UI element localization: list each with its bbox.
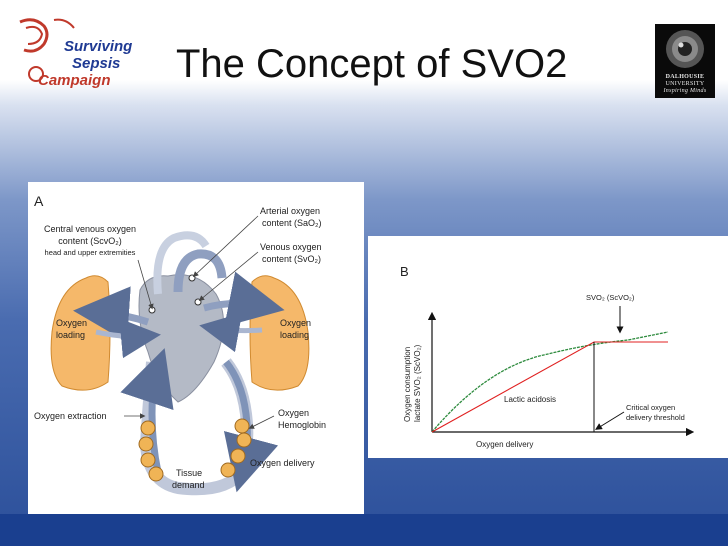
arterial-label: Arterial oxygen content (SaO₂)	[260, 206, 322, 228]
svg-text:Arterial oxygen: Arterial oxygen	[260, 206, 320, 216]
oxygen-delivery-label: Oxygen delivery	[250, 458, 315, 468]
hands-icon	[19, 18, 75, 82]
dalhousie-name: DALHOUSIE	[665, 74, 705, 80]
y-axis-label-line2: lactate SVO₂ (ScVO₂)	[413, 344, 422, 422]
svg-text:content (SaO₂): content (SaO₂)	[262, 218, 322, 228]
central-venous-leader	[137, 259, 154, 310]
logo-sepsis: Sepsis	[72, 55, 121, 72]
surviving-sepsis-logo: Surviving Sepsis Campaign	[14, 14, 164, 92]
vessel-from-right-lung	[199, 312, 263, 353]
lactic-acidosis-label: Lactic acidosis	[504, 395, 556, 404]
svg-text:head and upper extremities: head and upper extremities	[45, 248, 136, 257]
y-axis-label-line1: Oxygen consumption	[403, 347, 412, 422]
svg-text:Central venous oxygen: Central venous oxygen	[44, 224, 136, 234]
systemic-venous-loop	[120, 348, 174, 473]
svg-text:Oxygen: Oxygen	[280, 318, 311, 328]
vessel-from-left-lung	[95, 318, 161, 359]
slide-title: The Concept of SVO2	[176, 42, 568, 86]
vessel-to-right-lung	[203, 271, 285, 327]
arterial-leader	[192, 215, 259, 278]
x-axis-label: Oxygen delivery	[476, 440, 533, 449]
svg-text:Oxygen: Oxygen	[56, 318, 87, 328]
logo-campaign: Campaign	[38, 72, 111, 89]
critical-threshold-arrow	[595, 411, 625, 430]
oxygen-loading-right-label: Oxygen loading	[280, 318, 311, 340]
upper-vessel	[153, 231, 210, 295]
panel-a-letter: A	[34, 193, 44, 209]
dalhousie-university: UNIVERSITY	[665, 81, 705, 87]
venous-label: Venous oxygen content (SvO₂)	[260, 242, 322, 264]
aortic-arch	[173, 249, 227, 293]
bottom-bar	[0, 514, 728, 546]
svg-text:loading: loading	[280, 330, 309, 340]
tissue-demand-label: Tissue demand	[172, 468, 205, 490]
svg-text:content (ScvO₂): content (ScvO₂)	[58, 236, 122, 246]
svg-text:Venous oxygen: Venous oxygen	[260, 242, 322, 252]
tissue-cells	[138, 418, 252, 482]
oxygen-consumption-curve	[431, 331, 669, 433]
panel-b-oxygen-graph: B Oxygen consumption lactate SVO₂ (ScVO₂…	[368, 236, 728, 458]
critical-threshold-label-line1: Critical oxygen	[626, 403, 675, 412]
panel-a-circulation-diagram: A	[28, 182, 364, 514]
svg-text:loading: loading	[56, 330, 85, 340]
logo-surviving: Surviving	[64, 38, 133, 55]
svg-text:Tissue: Tissue	[176, 468, 202, 478]
critical-threshold-label-line2: delivery threshold	[626, 413, 685, 422]
hemoglobin-leader	[248, 415, 275, 429]
central-venous-label: Central venous oxygen content (ScvO₂) he…	[44, 224, 136, 257]
svg-text:demand: demand	[172, 480, 205, 490]
svg-text:Oxygen: Oxygen	[278, 408, 309, 418]
oxygen-hemoglobin-label: Oxygen Hemoglobin	[278, 408, 326, 430]
eye-icon	[666, 30, 704, 68]
systemic-arterial-loop	[223, 359, 279, 493]
panel-b-letter: B	[400, 264, 409, 279]
oxygen-extraction-label: Oxygen extraction	[34, 411, 107, 421]
dalhousie-logo: DALHOUSIE UNIVERSITY Inspiring Minds	[655, 24, 715, 98]
svo2-label: SVO₂ (ScVO₂)	[586, 293, 635, 302]
svg-text:Hemoglobin: Hemoglobin	[278, 420, 326, 430]
oxygen-loading-left-label: Oxygen loading	[56, 318, 87, 340]
dalhousie-motto: Inspiring Minds	[663, 88, 707, 94]
svg-text:content (SvO₂): content (SvO₂)	[262, 254, 321, 264]
venous-leader	[198, 251, 259, 302]
